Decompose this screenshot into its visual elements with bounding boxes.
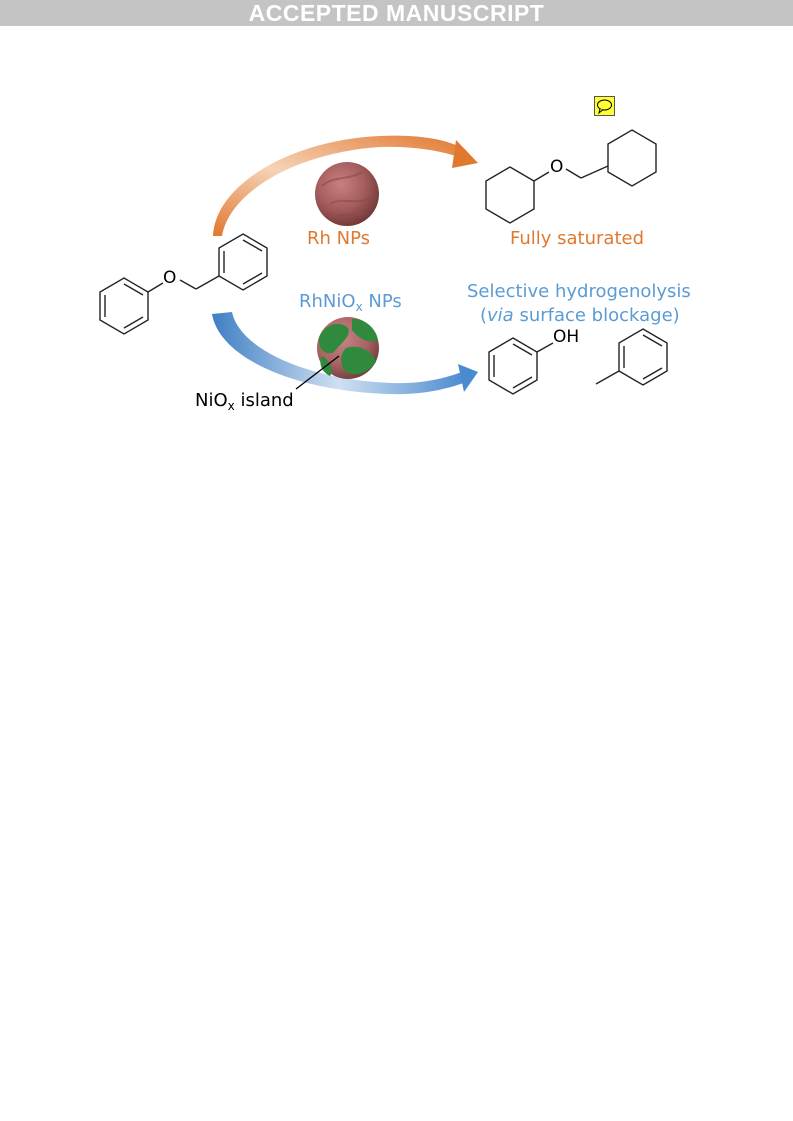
comment-icon[interactable] (594, 96, 615, 116)
product-phenol (488, 337, 554, 395)
rh-nps-label: Rh NPs (307, 228, 371, 249)
reactant-benzyl-phenyl-ether (99, 233, 268, 335)
rhniox-nanoparticle (317, 317, 379, 379)
blue-arrow (212, 312, 478, 395)
island-pointer-line (295, 355, 340, 390)
fully-saturated-label: Fully saturated (510, 228, 645, 249)
rhniox-nps-label: RhNiOx NPs (299, 291, 402, 314)
surface-blockage-label: (via surface blockage) (480, 305, 680, 326)
niox-island-label: NiOx island (195, 390, 294, 413)
oxygen-label-product: O (550, 157, 564, 177)
hydroxyl-label: OH (553, 327, 580, 347)
selective-hydrogenolysis-label: Selective hydrogenolysis (467, 281, 691, 302)
accepted-manuscript-banner: ACCEPTED MANUSCRIPT (0, 0, 793, 26)
oxygen-label-reactant: O (163, 268, 177, 288)
product-toluene (595, 328, 668, 386)
orange-arrow (213, 135, 478, 236)
product-fully-saturated-ether (485, 129, 657, 224)
rh-nanoparticle (315, 162, 379, 226)
